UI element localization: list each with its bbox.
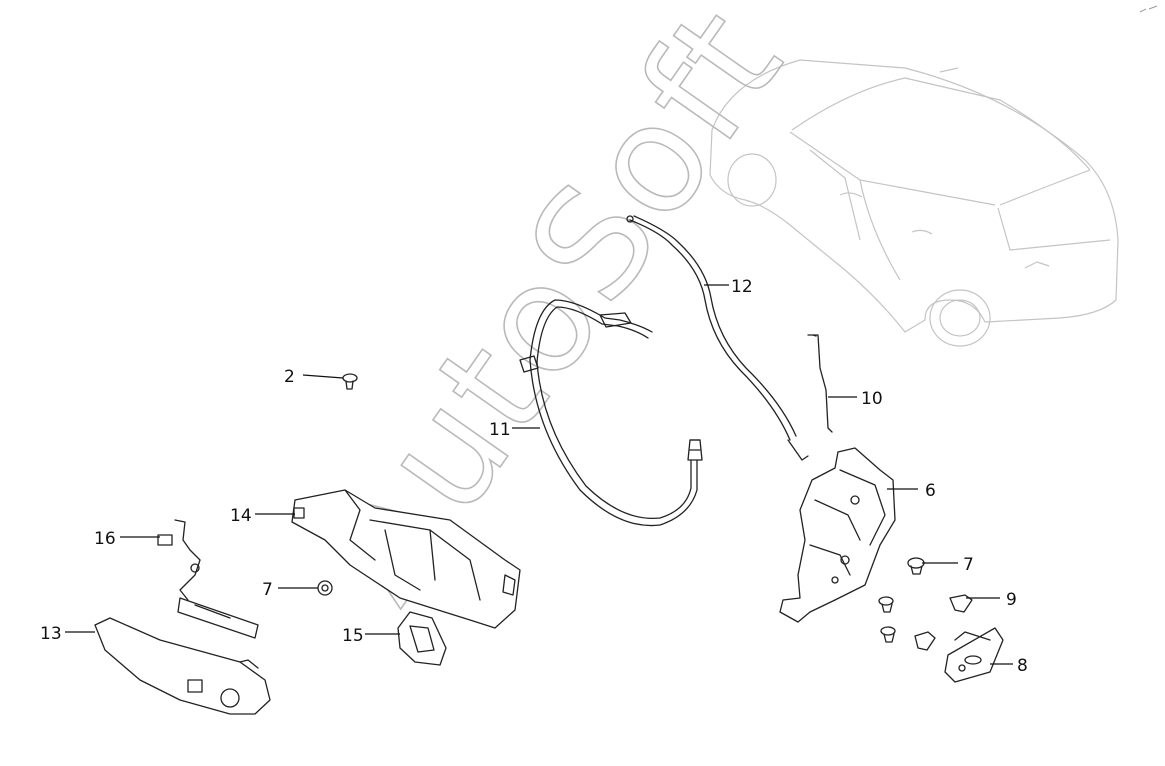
- reference-vehicle: [709, 59, 1119, 347]
- part-8-striker: [944, 627, 1004, 683]
- callout-7: 7: [963, 555, 974, 575]
- latch-bolts: [878, 596, 896, 643]
- callout-labels: 2 6 7 7 8 9 10 11 12 13 14 15 16: [40, 277, 1028, 676]
- callout-7: 7: [262, 580, 273, 600]
- part-9-clip: [914, 594, 973, 651]
- part-7-nut-left: [317, 580, 333, 596]
- part-2-screw: [342, 373, 358, 390]
- part-7-bolt-right: [907, 557, 925, 575]
- part-13-outer-handle: [94, 617, 271, 715]
- part-16-sensor: [157, 519, 259, 639]
- callout-15: 15: [342, 626, 364, 646]
- callout-8: 8: [1017, 656, 1028, 676]
- callout-14: 14: [230, 506, 252, 526]
- callout-12: 12: [731, 277, 753, 297]
- part-12-cable: [626, 215, 809, 461]
- part-14-handle-frame: [291, 489, 521, 629]
- corner-mark: [1139, 5, 1158, 13]
- part-15-cap: [397, 611, 447, 666]
- part-10-rod: [807, 334, 833, 433]
- part-6-latch: [779, 447, 896, 623]
- callout-2: 2: [284, 367, 295, 387]
- callout-16: 16: [94, 529, 116, 549]
- leader-lines: [65, 284, 1013, 665]
- callout-11: 11: [489, 420, 511, 440]
- callout-13: 13: [40, 624, 62, 644]
- callout-9: 9: [1006, 590, 1017, 610]
- callout-6: 6: [925, 481, 936, 501]
- callout-10: 10: [861, 389, 883, 409]
- part-11-cable: [519, 299, 703, 527]
